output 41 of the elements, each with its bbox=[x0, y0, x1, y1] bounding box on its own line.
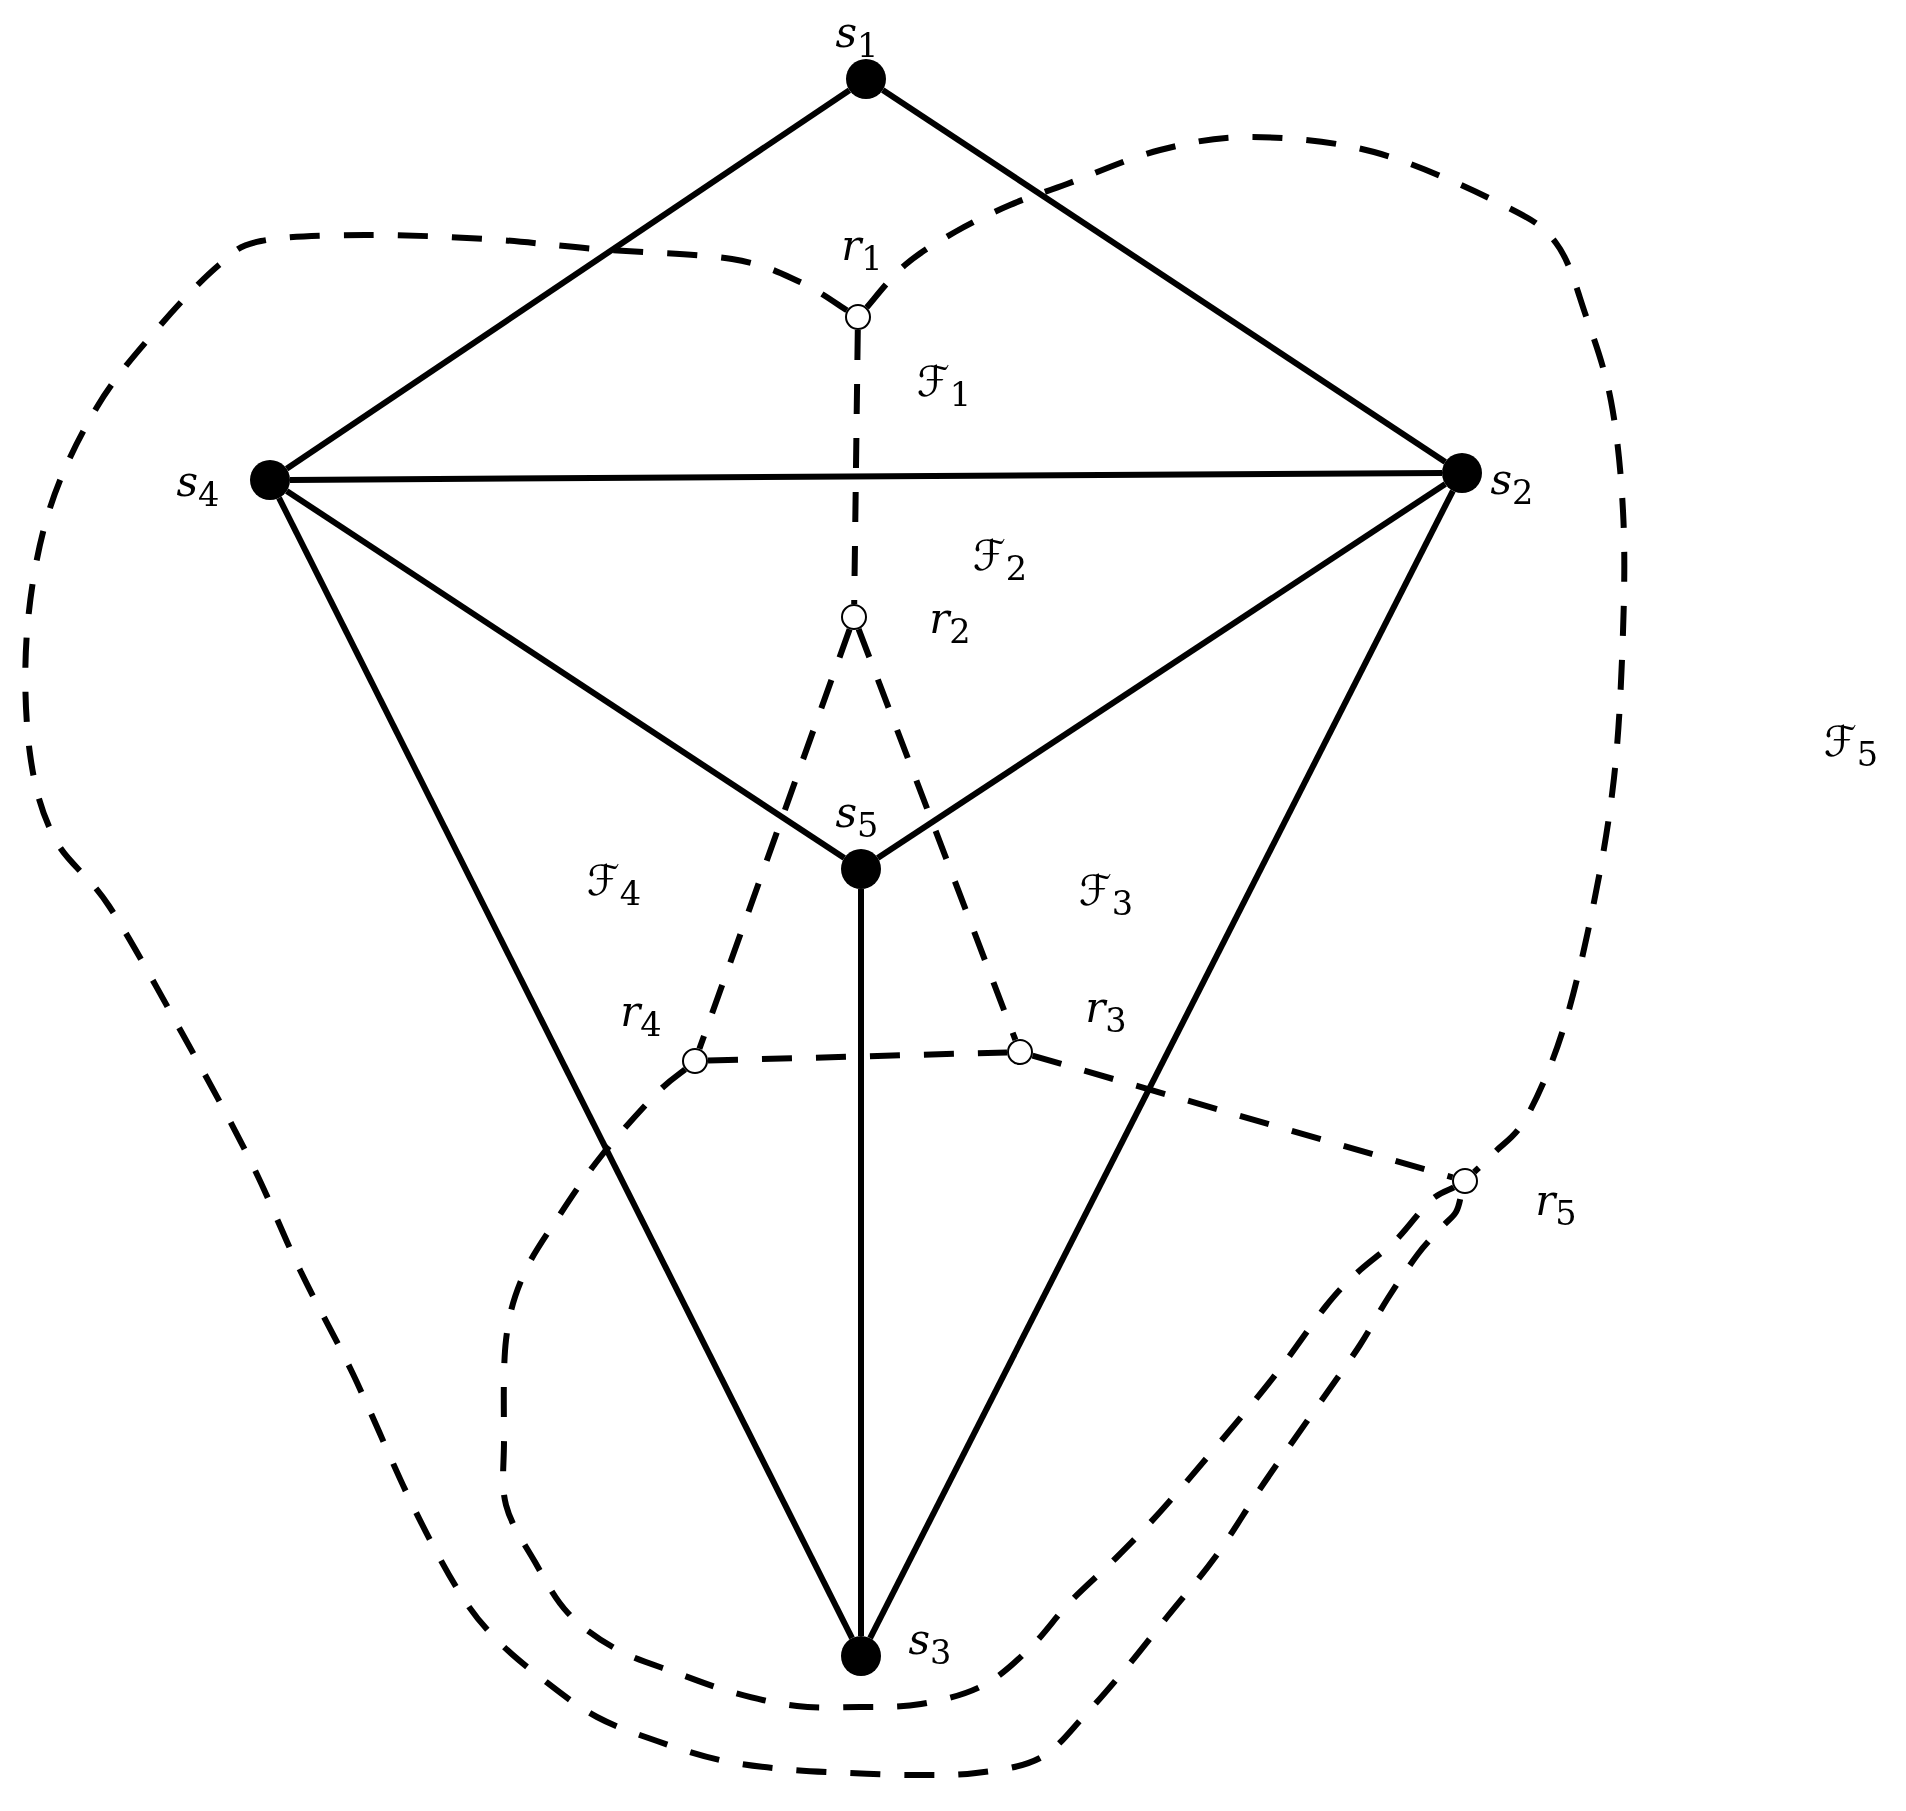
vertex-dot bbox=[1442, 453, 1482, 493]
vertex-label: r$_{3}$ bbox=[1085, 984, 1127, 1032]
face-label: ℱ$_{5}$ bbox=[1823, 718, 1879, 766]
hollow-vertex bbox=[845, 304, 871, 330]
dashed-edge-line bbox=[855, 628, 1019, 1041]
face-label: ℱ$_{2}$ bbox=[972, 532, 1028, 580]
vertex-dot bbox=[841, 1636, 881, 1676]
face-label: ℱ$_{1}$ bbox=[916, 358, 972, 406]
edge-line bbox=[284, 87, 852, 472]
edge-line bbox=[876, 481, 1447, 861]
edge-line bbox=[285, 488, 846, 861]
dashed-edge-line bbox=[1031, 1052, 1454, 1181]
edge-line bbox=[290, 470, 1442, 483]
edge-line bbox=[867, 489, 1456, 1640]
vertex-label: s$_{1}$ bbox=[835, 9, 879, 57]
dashed-edge-line bbox=[707, 1049, 1008, 1064]
vertex-label: r$_{1}$ bbox=[841, 222, 883, 270]
edge-line bbox=[881, 87, 1447, 465]
vertex-label: r$_{4}$ bbox=[620, 988, 662, 1036]
vertex-dot bbox=[846, 59, 886, 99]
vertex-label: r$_{2}$ bbox=[929, 595, 971, 643]
hollow-vertex bbox=[682, 1048, 708, 1074]
dashed-edge-line bbox=[696, 628, 853, 1050]
vertex-dot bbox=[250, 460, 290, 500]
dashed-edge-line bbox=[22, 232, 1465, 1779]
edge-line bbox=[858, 889, 864, 1636]
face-label: ℱ$_{3}$ bbox=[1078, 867, 1134, 915]
vertex-label: s$_{5}$ bbox=[835, 789, 879, 837]
edge-line bbox=[276, 496, 855, 1640]
hollow-vertex bbox=[1007, 1039, 1033, 1065]
hollow-vertex bbox=[841, 604, 867, 630]
vertex-label: s$_{3}$ bbox=[908, 1616, 952, 1664]
dashed-edge-line bbox=[864, 134, 1628, 1175]
vertex-label: r$_{5}$ bbox=[1535, 1177, 1577, 1225]
dashed-edge-line bbox=[500, 1067, 1456, 1711]
vertex-dot bbox=[841, 849, 881, 889]
vertex-label: s$_{2}$ bbox=[1490, 456, 1534, 504]
vertex-label: s$_{4}$ bbox=[176, 458, 220, 506]
face-label: ℱ$_{4}$ bbox=[586, 857, 642, 905]
dashed-edge-line bbox=[851, 329, 861, 605]
hollow-vertex bbox=[1452, 1168, 1478, 1194]
